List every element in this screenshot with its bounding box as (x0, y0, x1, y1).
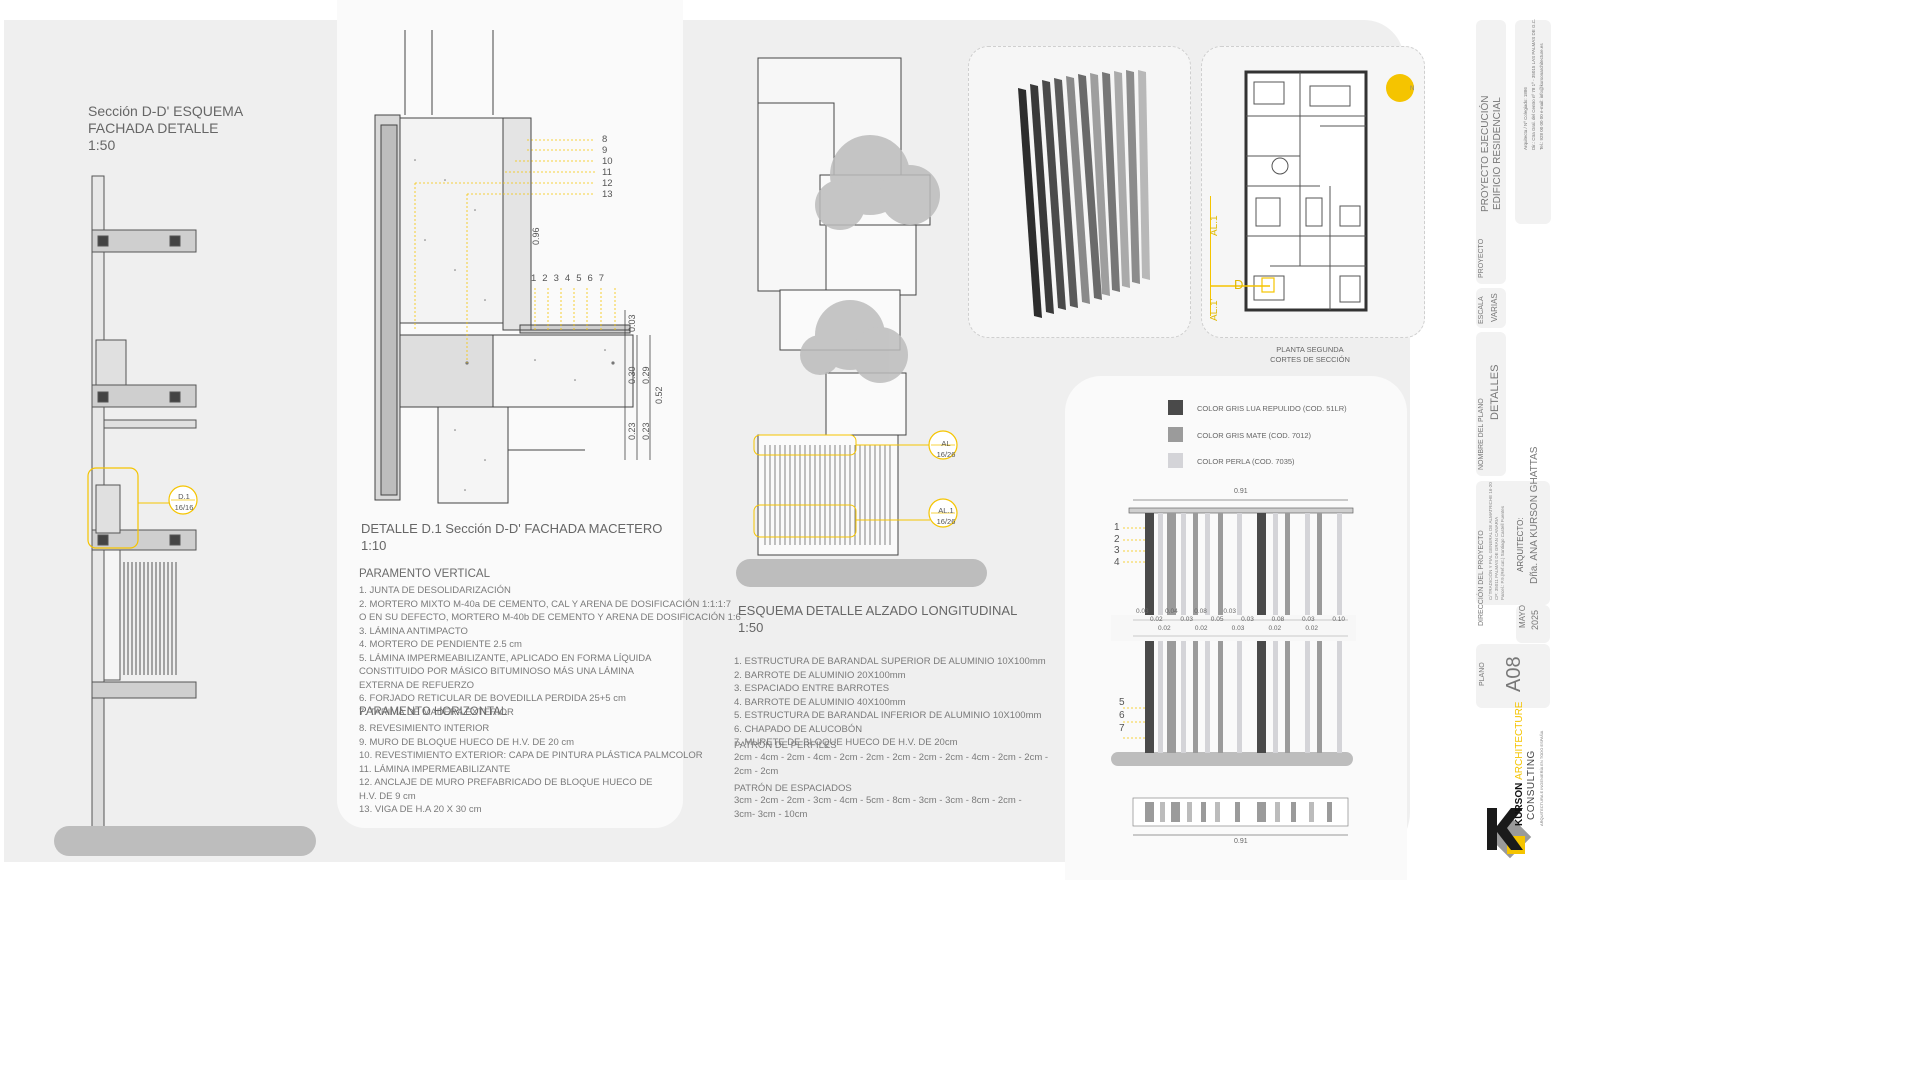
plan-mark-d: D (1234, 277, 1244, 292)
tb-scale (1476, 288, 1506, 328)
elevation-ground-bar (736, 559, 987, 587)
tb-address (1515, 20, 1551, 224)
legend-swatch-dark (1168, 400, 1183, 415)
tb-architect-label: ARQUITECTO: (1516, 517, 1525, 572)
brand-tagline: ARQUITECTURA E INGENIERÍA EN TODO ESPAÑA (1539, 730, 1544, 826)
spacing-heading: PATRÓN DE ESPACIADOS (734, 783, 852, 794)
railing-elevation (1111, 499, 1356, 836)
tb-sheet-name-value: DETALLES (1489, 364, 1501, 420)
tb-direction-label: DIRECCIÓN DEL PROYECTO (1478, 530, 1485, 626)
tb-scale-label: ESCALA (1478, 296, 1485, 324)
left-section-drawing (87, 175, 198, 849)
dim-023b: 0.23 (641, 422, 651, 440)
left-callout-label: D.1 16/16 (174, 492, 194, 512)
tb-plan-label: PLANO (1479, 662, 1486, 686)
dim-003: 0.03 (627, 314, 637, 332)
tb-direction-line1: C/ TRADICIÓN Y PIAL GENERAL DE ALMATRICH… (1488, 482, 1493, 600)
dim-029: 0.29 (641, 366, 651, 384)
profiles-heading: PATRÓN DE PERFILES (734, 740, 837, 751)
tb-scale-value: VARIAS (1490, 293, 1499, 322)
legend-swatch-mid (1168, 427, 1183, 442)
legend-label-dark: COLOR GRIS LUA REPULIDO (COD. 51LR) (1197, 404, 1347, 413)
tb-date-year: 2025 (1530, 609, 1540, 630)
dim-052: 0.52 (654, 386, 664, 404)
elevation-title: ESQUEMA DETALLE ALZADO LONGITUDINAL 1:50 (738, 603, 1018, 635)
railing-render (1018, 70, 1150, 318)
tb-project-line1: PROYECTO EJECUCIÓN (1480, 95, 1491, 213)
tb-address-line3: Tel.: 928 00 00 00 e-mail: info@kursonar… (1539, 43, 1544, 150)
vertical-heading: PARAMENTO VERTICAL (359, 568, 491, 580)
tb-date-month: MAYO (1518, 605, 1527, 628)
dim-096: 0.96 (531, 227, 541, 245)
legend-label-mid: COLOR GRIS MATE (COD. 7012) (1197, 431, 1312, 440)
tb-direction-line3: Parcel.: P.9.(Ref.cat.) Santiago Castell… (1500, 506, 1505, 600)
tb-project (1476, 20, 1506, 284)
tb-project-line2: EDIFICIO RESIDENCIAL (1492, 97, 1503, 210)
detail-title: DETALLE D.1 Sección D-D' FACHADA MACETER… (361, 521, 663, 553)
profiles-pattern: 2cm - 4cm - 2cm - 4cm - 2cm - 2cm - 2cm … (734, 752, 1049, 777)
tb-address-line1: Arquitecta / Nº Colegiado: 1886 (1523, 87, 1528, 150)
left-ground-bar (54, 826, 316, 856)
tb-project-label: PROYECTO (1478, 238, 1485, 278)
plan-mark-al1b: AL.1' (1209, 298, 1220, 321)
tb-direction (1476, 481, 1550, 605)
width-top: 0.91 (1234, 488, 1248, 495)
tb-architect-name: Dña. ANA KURSON GHATTAS (1529, 446, 1540, 584)
tb-direction-line2: CP: 35011 PALMAS DE GRAN CANARIA (1494, 516, 1499, 600)
legend-swatch-light (1168, 453, 1183, 468)
width-bottom: 0.91 (1234, 838, 1248, 845)
spacing-pattern: 3cm - 2cm - 2cm - 3cm - 4cm - 5cm - 8cm … (734, 795, 1022, 820)
tb-sheet-name-label: NOMBRE DEL PLANO (1478, 398, 1485, 470)
tb-sheet-name (1476, 332, 1506, 476)
kurson-logo (1487, 808, 1532, 859)
legend-label-light: COLOR PERLA (COD. 7035) (1197, 457, 1295, 466)
dim-023a: 0.23 (627, 422, 637, 440)
dim-030: 0.30 (627, 366, 637, 384)
tb-address-line2: Dir.: Ctra Gral. del Centro nº 78 1º - 3… (1531, 18, 1536, 150)
detail-drawing (374, 30, 651, 504)
tb-date (1516, 605, 1550, 643)
brand-consulting: CONSULTING (1526, 750, 1537, 820)
left-section-title: Sección D-D' ESQUEMA FACHADA DETALLE 1:5… (88, 103, 244, 153)
elevation-drawing (753, 57, 958, 556)
tb-plan-number-value: A08 (1503, 656, 1525, 692)
elevation-items: 1. ESTRUCTURA DE BARANDAL SUPERIOR DE AL… (734, 656, 1046, 748)
brand-kurson: KURSON ARCHITECTURE (1514, 701, 1525, 826)
plan-north: N (1410, 86, 1415, 92)
floor-plan (1210, 70, 1414, 316)
tb-plan-number (1476, 644, 1550, 708)
plan-mark-al1: AL.1 (1209, 215, 1220, 236)
horizontal-heading: PARAMENTO HORIZONTAL (359, 706, 508, 718)
